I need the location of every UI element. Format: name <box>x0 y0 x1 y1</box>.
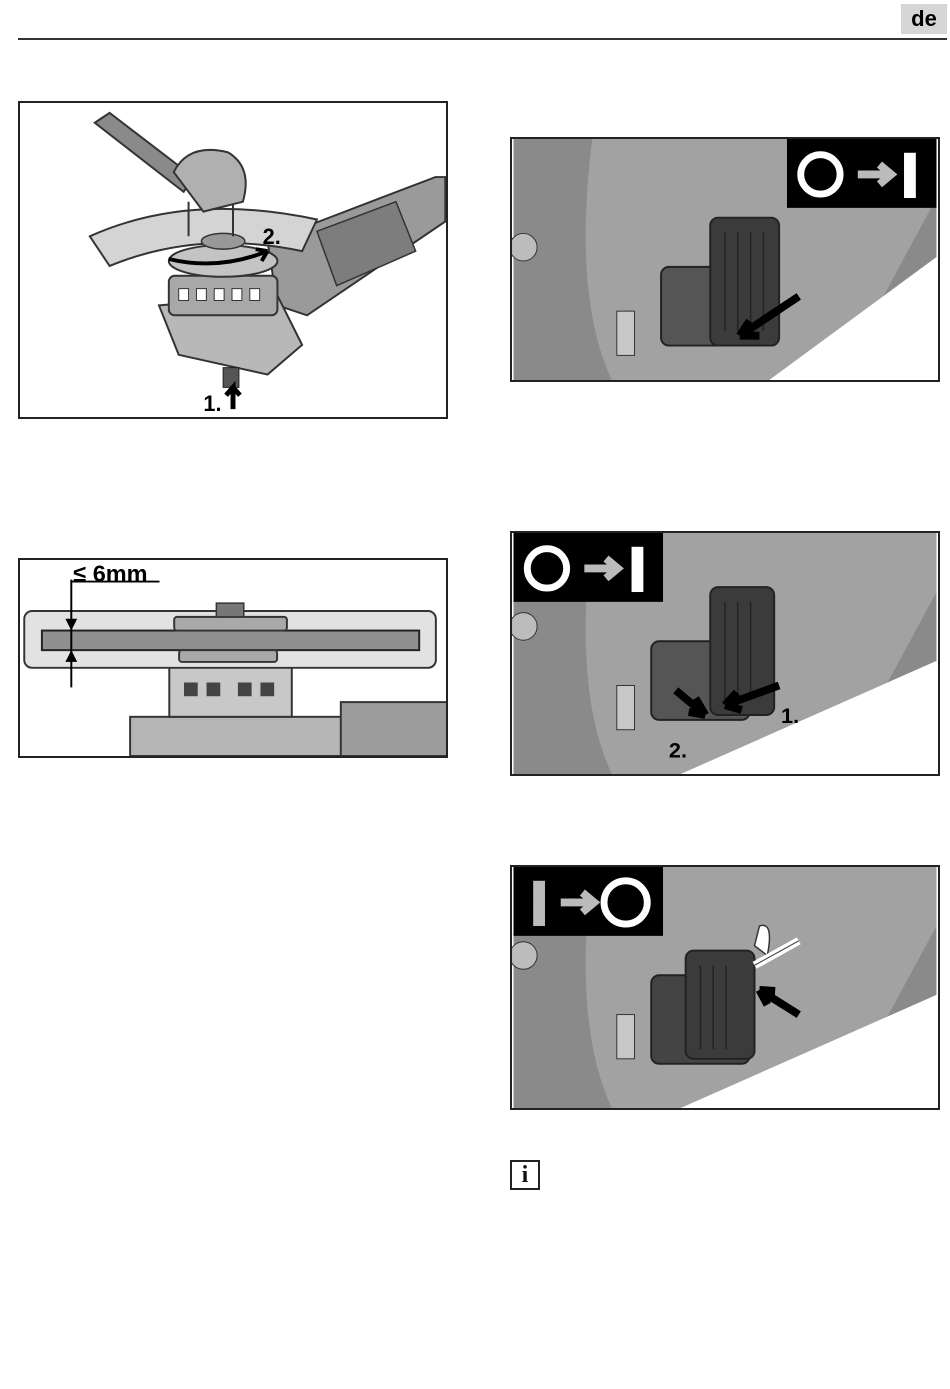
figure-grinder-assembly: 1. 2. <box>18 101 448 419</box>
grinder-assembly-illustration: 1. 2. <box>20 103 446 417</box>
step1-label: 1. <box>203 391 221 416</box>
step2-label: 2. <box>263 224 281 249</box>
figure-disc-thickness: ≤ 6mm <box>18 558 448 758</box>
step2-label: 2. <box>669 737 687 762</box>
figure-switch-on: O I <box>510 137 940 382</box>
info-icon: i <box>510 1160 540 1190</box>
step1-label: 1. <box>781 703 799 728</box>
switch-off-illustration: I O <box>512 867 938 1108</box>
figure-switch-off: I O <box>510 865 940 1110</box>
header-rule <box>18 38 947 40</box>
disc-thickness-illustration: ≤ 6mm <box>20 560 446 756</box>
switch-on-illustration: O I <box>512 139 938 380</box>
language-badge: de <box>901 4 947 34</box>
switch-lock-illustration: 1. 2. O I <box>512 533 938 774</box>
figure-switch-lock: 1. 2. O I <box>510 531 940 776</box>
thickness-label: ≤ 6mm <box>73 561 147 587</box>
